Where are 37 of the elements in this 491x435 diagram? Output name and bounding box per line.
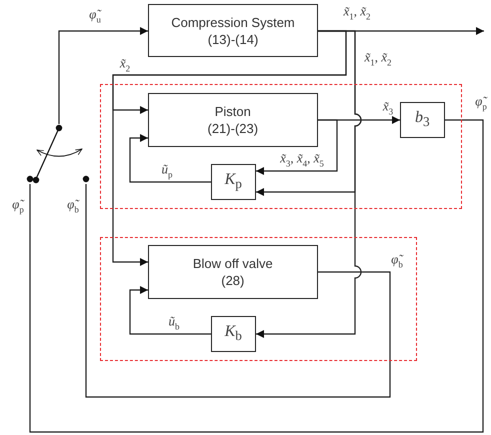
arrow (129, 286, 211, 335)
signal-label: φ̃$_{p}$ (475, 94, 487, 114)
arrow (112, 30, 347, 266)
gain-symbol: b$_{3}$ (414, 109, 430, 130)
process-box (148, 92, 318, 147)
signal-label: x̃$_{3}$, x̃$_{4}$, x̃$_{5}$ (280, 150, 324, 170)
equation-reference: (28) (221, 272, 244, 289)
signal-label: φ̃$_{u}$ (89, 6, 101, 26)
signal-label: ũ$_{b}$ (168, 314, 180, 334)
connector-line (85, 184, 391, 398)
gain-block (210, 164, 256, 200)
signal-label: x̃$_{1}$, x̃$_{2}$ (343, 4, 371, 24)
arrow (58, 27, 148, 124)
signal-label: φ̃$_{p}$ (12, 196, 24, 216)
block-name: Piston (214, 102, 251, 120)
block-name: Compression System (171, 14, 295, 30)
signal-label: x̃$_{2}$ (120, 56, 130, 76)
gain-block (210, 316, 256, 352)
equation-reference: (21)-(23) (208, 120, 258, 137)
connector-line (29, 119, 484, 433)
arrow (129, 134, 211, 183)
block-name: Blow off valve (192, 254, 273, 272)
arrow (256, 30, 362, 338)
arrow (256, 119, 338, 175)
equation-reference: (13)-(14) (208, 30, 258, 48)
signal-label: x̃$_{3}$ (382, 98, 394, 118)
signal-label: φ̃$_{b}$ (391, 252, 403, 272)
signal-label: ũ$_{p}$ (162, 162, 172, 182)
process-box (148, 244, 318, 299)
dashed-group-box (100, 84, 462, 209)
gain-symbol: K$_{p}$ (224, 171, 242, 192)
dashed-group-box (100, 237, 417, 361)
process-box (148, 4, 318, 57)
gain-symbol: K$_{b}$ (224, 323, 242, 344)
gain-block (400, 102, 445, 138)
signal-label: x̃$_{1}$, x̃$_{2}$ (364, 50, 392, 70)
signal-label: φ̃$_{b}$ (67, 196, 79, 216)
